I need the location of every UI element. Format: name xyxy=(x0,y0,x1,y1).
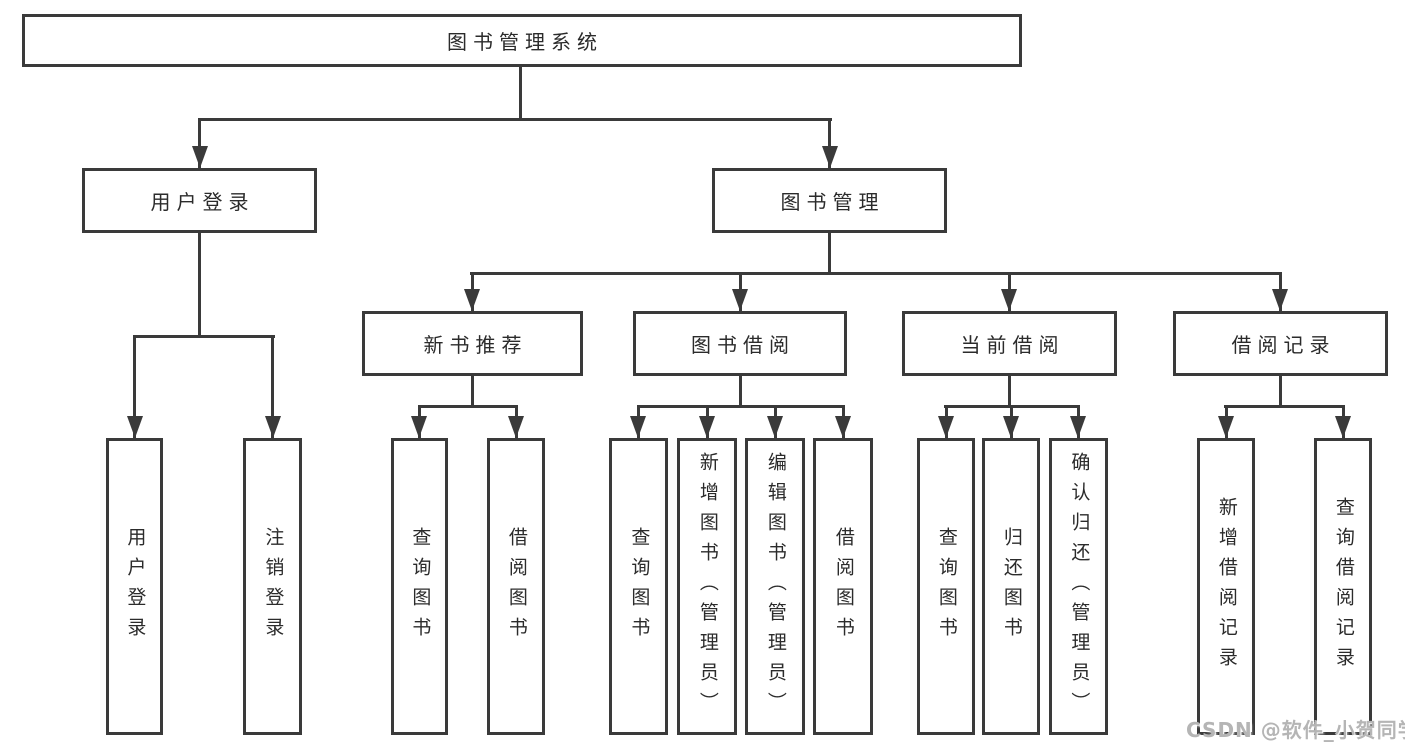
leaf-label: 注销登录 xyxy=(262,526,285,647)
connector-mgmt-stem xyxy=(828,233,831,275)
arrowhead-down-icon xyxy=(835,416,851,438)
connector-group-stem xyxy=(739,376,742,407)
connector-group-bar xyxy=(637,405,845,408)
connector-group-stem xyxy=(471,376,474,407)
leaf-return-books: 归还图书 xyxy=(982,438,1040,735)
connector-mgmt-bar xyxy=(470,272,1282,275)
leaf-borrow-books: 借阅图书 xyxy=(813,438,873,735)
connector-group-stem xyxy=(1279,376,1282,407)
leaf-borrow-books-rec: 借阅图书 xyxy=(487,438,545,735)
leaf-edit-books-admin: 编辑图书（管理员） xyxy=(745,438,805,735)
leaf-confirm-return-admin: 确认归还（管理员） xyxy=(1049,438,1108,735)
leaf-label: 借阅图书 xyxy=(505,526,528,647)
node-book-borrow: 图书借阅 xyxy=(633,311,847,376)
leaf-query-books-current: 查询图书 xyxy=(917,438,975,735)
leaf-label: 归还图书 xyxy=(1000,526,1023,647)
connector-root-stem xyxy=(519,67,522,121)
arrowhead-down-icon xyxy=(732,289,748,311)
leaf-user-login: 用户登录 xyxy=(106,438,163,735)
arrowhead-down-icon xyxy=(127,416,143,438)
arrowhead-down-icon xyxy=(767,416,783,438)
connector-user-stem xyxy=(198,233,201,337)
leaf-label: 查询图书 xyxy=(409,526,432,647)
arrowhead-down-icon xyxy=(464,289,480,311)
leaf-query-books-rec: 查询图书 xyxy=(391,438,448,735)
node-book-mgmt: 图书管理 xyxy=(712,168,947,233)
csdn-watermark: CSDN @软件_小贺同学 xyxy=(1186,718,1405,742)
arrowhead-down-icon xyxy=(1070,416,1086,438)
leaf-add-borrow-record: 新增借阅记录 xyxy=(1197,438,1255,735)
node-user-login: 用户登录 xyxy=(82,168,317,233)
connector-user-bar xyxy=(133,335,275,338)
leaf-label: 查询借阅记录 xyxy=(1332,496,1355,677)
connector-drop-user-login xyxy=(198,118,201,168)
leaf-query-books-borrow: 查询图书 xyxy=(609,438,668,735)
leaf-query-borrow-record: 查询借阅记录 xyxy=(1314,438,1372,735)
connector-drop-login-leaf xyxy=(133,335,136,438)
leaf-label: 确认归还（管理员） xyxy=(1068,451,1091,722)
leaf-label: 新增图书（管理员） xyxy=(696,451,719,722)
connector-root-bar xyxy=(198,118,832,121)
connector-drop-logout-leaf xyxy=(271,335,274,438)
arrowhead-down-icon xyxy=(411,416,427,438)
arrowhead-down-icon xyxy=(1218,416,1234,438)
node-root-system: 图书管理系统 xyxy=(22,14,1022,67)
leaf-label: 查询图书 xyxy=(935,526,958,647)
node-borrow-record: 借阅记录 xyxy=(1173,311,1388,376)
arrowhead-down-icon xyxy=(699,416,715,438)
arrowhead-down-icon xyxy=(938,416,954,438)
connector-group-bar xyxy=(418,405,518,408)
leaf-label: 借阅图书 xyxy=(832,526,855,647)
connector-drop-book-mgmt xyxy=(828,118,831,168)
node-new-book-rec: 新书推荐 xyxy=(362,311,583,376)
leaf-label: 用户登录 xyxy=(124,526,147,647)
arrowhead-down-icon xyxy=(822,146,838,168)
arrowhead-down-icon xyxy=(265,416,281,438)
arrowhead-down-icon xyxy=(1335,416,1351,438)
arrowhead-down-icon xyxy=(1003,416,1019,438)
leaf-label: 查询图书 xyxy=(628,526,651,647)
arrowhead-down-icon xyxy=(630,416,646,438)
connector-group-stem xyxy=(1008,376,1011,407)
leaf-logout: 注销登录 xyxy=(243,438,302,735)
arrowhead-down-icon xyxy=(192,146,208,168)
leaf-label: 新增借阅记录 xyxy=(1215,496,1238,677)
arrowhead-down-icon xyxy=(1272,289,1288,311)
leaf-label: 编辑图书（管理员） xyxy=(764,451,787,722)
leaf-add-books-admin: 新增图书（管理员） xyxy=(677,438,737,735)
connector-group-bar xyxy=(1224,405,1345,408)
arrowhead-down-icon xyxy=(1001,289,1017,311)
arrowhead-down-icon xyxy=(508,416,524,438)
node-current-borrow: 当前借阅 xyxy=(902,311,1117,376)
